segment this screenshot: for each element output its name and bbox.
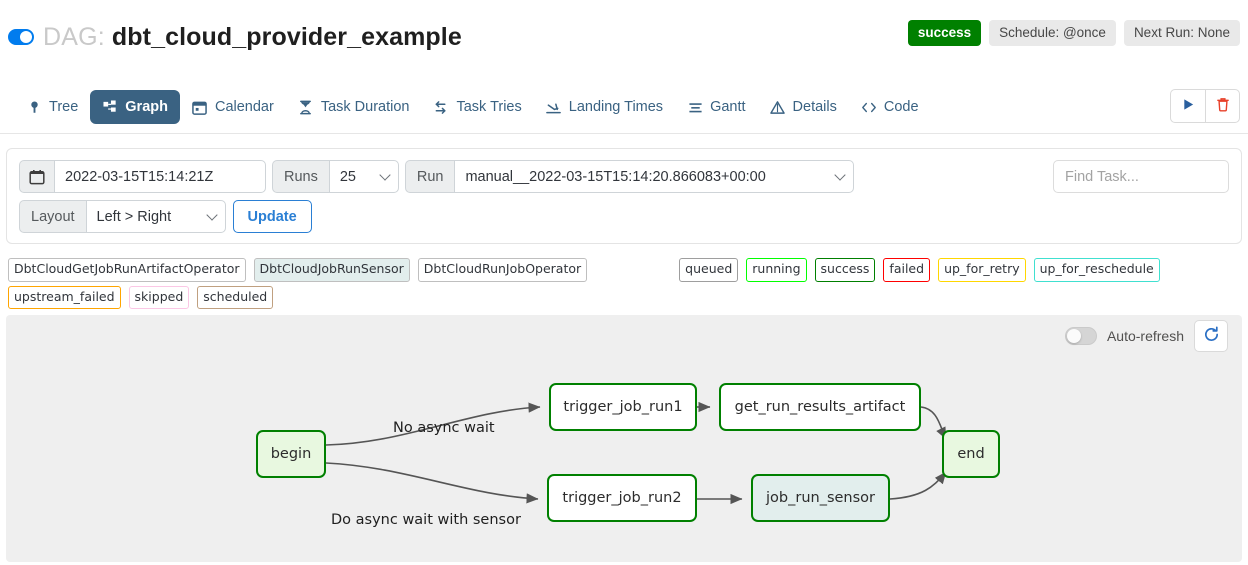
header-badges: success Schedule: @once Next Run: None xyxy=(907,20,1240,46)
auto-refresh-toggle[interactable] xyxy=(1064,327,1097,345)
controls-row-2: Layout Left > Right Update xyxy=(19,200,1229,233)
calendar-icon xyxy=(192,99,208,115)
execution-date-group[interactable]: 2022-03-15T15:14:21Z xyxy=(19,160,266,193)
tab-label: Gantt xyxy=(710,99,746,115)
calendar-icon[interactable] xyxy=(19,160,54,193)
triangle-alert-icon xyxy=(770,99,786,115)
header-divider xyxy=(0,133,1248,134)
dag-controls-panel: 2022-03-15T15:14:21Z Runs 25 Run manual_… xyxy=(6,148,1242,244)
refresh-button[interactable] xyxy=(1194,320,1228,352)
tab-landing-times[interactable]: Landing Times xyxy=(534,90,675,124)
view-tabs: Tree Graph Calendar Task Duration Task T… xyxy=(0,82,1248,132)
dag-action-buttons xyxy=(1170,89,1240,123)
graph-panel[interactable]: Auto-refresh xyxy=(6,315,1242,562)
auto-refresh-label: Auto-refresh xyxy=(1106,328,1184,344)
legend-state-up-for-retry[interactable]: up_for_retry xyxy=(938,258,1026,282)
tab-label: Details xyxy=(792,99,837,115)
tree-icon xyxy=(26,99,42,115)
landing-icon xyxy=(546,99,562,115)
status-badge: success xyxy=(907,20,982,46)
num-runs-group[interactable]: Runs 25 xyxy=(272,160,399,193)
node-label: get_run_results_artifact xyxy=(734,399,906,415)
find-task-input[interactable]: Find Task... xyxy=(1053,160,1229,193)
controls-row-1: 2022-03-15T15:14:21Z Runs 25 Run manual_… xyxy=(19,160,1229,193)
graph-node-job-run-sensor[interactable]: job_run_sensor xyxy=(751,474,890,522)
update-button[interactable]: Update xyxy=(232,200,312,233)
layout-select[interactable]: Left > Right xyxy=(85,200,226,233)
graph-node-begin[interactable]: begin xyxy=(256,430,326,478)
legend-state-skipped[interactable]: skipped xyxy=(128,285,190,309)
tab-task-duration[interactable]: Task Duration xyxy=(286,90,422,124)
refresh-icon xyxy=(1203,326,1220,346)
num-runs-select[interactable]: 25 xyxy=(328,160,399,193)
tab-label: Calendar xyxy=(214,99,274,115)
retry-icon xyxy=(433,99,449,115)
delete-dag-button[interactable] xyxy=(1205,89,1240,123)
graph-node-trigger-job-run2[interactable]: trigger_job_run2 xyxy=(547,474,697,522)
edge-label-do-async-wait: Do async wait with sensor xyxy=(331,512,521,528)
page-title: dbt_cloud_provider_example xyxy=(111,22,462,51)
legend-state-queued[interactable]: queued xyxy=(679,258,739,282)
tab-code[interactable]: Code xyxy=(849,90,931,124)
layout-label: Layout xyxy=(19,200,86,233)
node-label: trigger_job_run2 xyxy=(562,490,682,506)
tab-details[interactable]: Details xyxy=(758,90,849,124)
tab-label: Graph xyxy=(125,99,168,115)
trigger-dag-button[interactable] xyxy=(1170,89,1205,123)
graph-edges xyxy=(325,401,947,505)
graph-icon xyxy=(102,99,118,115)
graph-canvas[interactable]: begin trigger_job_run1 get_run_results_a… xyxy=(6,315,1242,562)
schedule-badge[interactable]: Schedule: @once xyxy=(989,20,1116,46)
legend-state-failed[interactable]: failed xyxy=(883,258,931,282)
dag-pause-toggle[interactable] xyxy=(8,29,34,45)
code-icon xyxy=(861,99,877,115)
tab-tree[interactable]: Tree xyxy=(14,90,90,124)
play-icon xyxy=(1182,98,1195,114)
hourglass-icon xyxy=(298,99,314,115)
legend: DbtCloudGetJobRunArtifactOperator DbtClo… xyxy=(6,258,1242,341)
legend-operator[interactable]: DbtCloudGetJobRunArtifactOperator xyxy=(8,258,246,282)
node-label: trigger_job_run1 xyxy=(563,399,683,415)
dag-prefix-label: DAG: xyxy=(43,22,105,51)
edge-label-no-async-wait: No async wait xyxy=(393,420,495,436)
tab-label: Code xyxy=(883,99,919,115)
legend-spacer xyxy=(595,258,679,282)
legend-state-up-for-reschedule[interactable]: up_for_reschedule xyxy=(1033,258,1160,282)
next-run-badge: Next Run: None xyxy=(1123,20,1240,46)
tab-label: Tree xyxy=(49,99,79,115)
legend-state-running[interactable]: running xyxy=(746,258,807,282)
graph-node-trigger-job-run1[interactable]: trigger_job_run1 xyxy=(549,383,697,431)
node-label: job_run_sensor xyxy=(766,490,875,506)
gantt-icon xyxy=(687,99,703,115)
layout-group[interactable]: Layout Left > Right xyxy=(19,200,226,233)
dag-header: DAG: dbt_cloud_provider_example xyxy=(0,14,1248,60)
run-label: Run xyxy=(404,160,455,193)
tab-task-tries[interactable]: Task Tries xyxy=(421,90,533,124)
tab-gantt[interactable]: Gantt xyxy=(675,90,757,124)
legend-operator[interactable]: DbtCloudRunJobOperator xyxy=(417,258,588,282)
graph-node-get-run-results-artifact[interactable]: get_run_results_artifact xyxy=(719,383,921,431)
legend-state-success[interactable]: success xyxy=(814,258,876,282)
tab-label: Task Tries xyxy=(456,99,522,115)
node-label: begin xyxy=(270,446,312,462)
dag-run-select[interactable]: manual__2022-03-15T15:14:20.866083+00:00 xyxy=(454,160,855,193)
tab-label: Task Duration xyxy=(320,99,410,115)
runs-label: Runs xyxy=(272,160,329,193)
trash-icon xyxy=(1216,97,1230,115)
tab-graph[interactable]: Graph xyxy=(90,90,180,124)
tab-label: Landing Times xyxy=(568,99,664,115)
legend-state-scheduled[interactable]: scheduled xyxy=(197,285,274,309)
graph-toolbar: Auto-refresh xyxy=(1064,320,1228,352)
graph-node-end[interactable]: end xyxy=(942,430,1000,478)
legend-operator[interactable]: DbtCloudJobRunSensor xyxy=(253,258,410,282)
tab-calendar[interactable]: Calendar xyxy=(180,90,286,124)
legend-state-upstream-failed[interactable]: upstream_failed xyxy=(8,285,121,309)
execution-date-input[interactable]: 2022-03-15T15:14:21Z xyxy=(54,160,266,193)
dag-run-group[interactable]: Run manual__2022-03-15T15:14:20.866083+0… xyxy=(404,160,855,193)
node-label: end xyxy=(957,446,985,462)
